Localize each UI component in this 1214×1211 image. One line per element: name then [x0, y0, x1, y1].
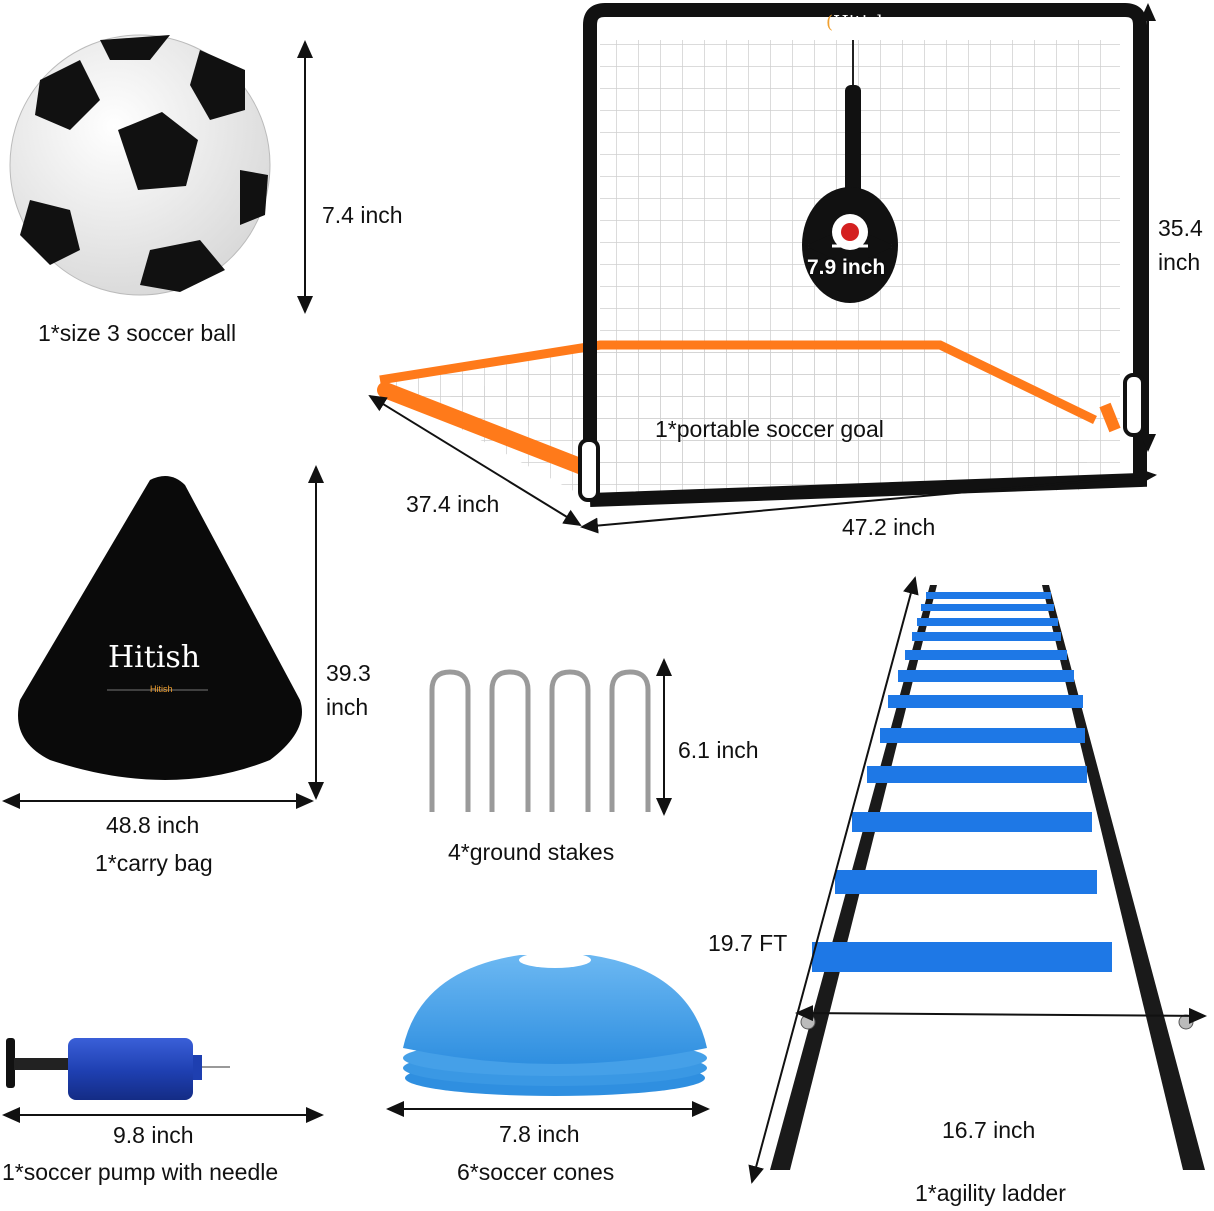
- ladder-caption: 1*agility ladder: [915, 1180, 1066, 1206]
- goal-depth-arrow: [368, 394, 582, 527]
- ladder-length-label: 19.7 FT: [708, 930, 788, 956]
- goal-caption: 1*portable soccer goal: [655, 416, 884, 442]
- ball-caption: 1*size 3 soccer ball: [38, 320, 237, 346]
- bag-height-label: 39.3: [326, 660, 371, 686]
- goal-brand-logo: (Hitish: [826, 12, 889, 33]
- soccer-ball-icon: [9, 34, 271, 296]
- carry-bag-icon: [18, 476, 302, 780]
- ladder-width-arrow: [795, 1005, 1207, 1024]
- stakes-caption: 4*ground stakes: [448, 839, 615, 865]
- pump-caption: 1*soccer pump with needle: [2, 1159, 279, 1185]
- pump-width-label: 9.8 inch: [113, 1122, 194, 1148]
- soccer-pump-icon: [6, 1038, 230, 1100]
- goal-depth-label: 37.4 inch: [406, 491, 500, 517]
- cones-caption: 6*soccer cones: [457, 1159, 615, 1185]
- brand-name: Hitish: [833, 12, 889, 33]
- brand-name: Hitish: [108, 640, 201, 675]
- ladder-length-arrow: [748, 576, 919, 1184]
- ground-stakes-icon: [429, 669, 651, 812]
- bag-width-label: 48.8 inch: [106, 812, 200, 838]
- cones-width-label: 7.8 inch: [499, 1121, 580, 1147]
- ladder-width-label: 16.7 inch: [942, 1117, 1036, 1143]
- bag-brand-logo: Hitish: [108, 640, 200, 675]
- ball-height-label: 7.4 inch: [322, 202, 403, 228]
- goal-width-label: 47.2 inch: [842, 514, 936, 540]
- goal-height-unit: inch: [1158, 249, 1201, 275]
- goal-width-arrow: [580, 468, 1157, 534]
- soccer-cones-icon: [403, 952, 707, 1096]
- bag-brand-sub: Hitish: [150, 684, 173, 694]
- goal-height-label: 35.4: [1158, 215, 1203, 241]
- bag-caption: 1*carry bag: [95, 850, 213, 876]
- stakes-height-label: 6.1 inch: [678, 737, 759, 763]
- target-width-label: 7.9 inch: [807, 256, 886, 279]
- agility-ladder-icon: [770, 585, 1205, 1170]
- bag-height-unit: inch: [326, 694, 369, 720]
